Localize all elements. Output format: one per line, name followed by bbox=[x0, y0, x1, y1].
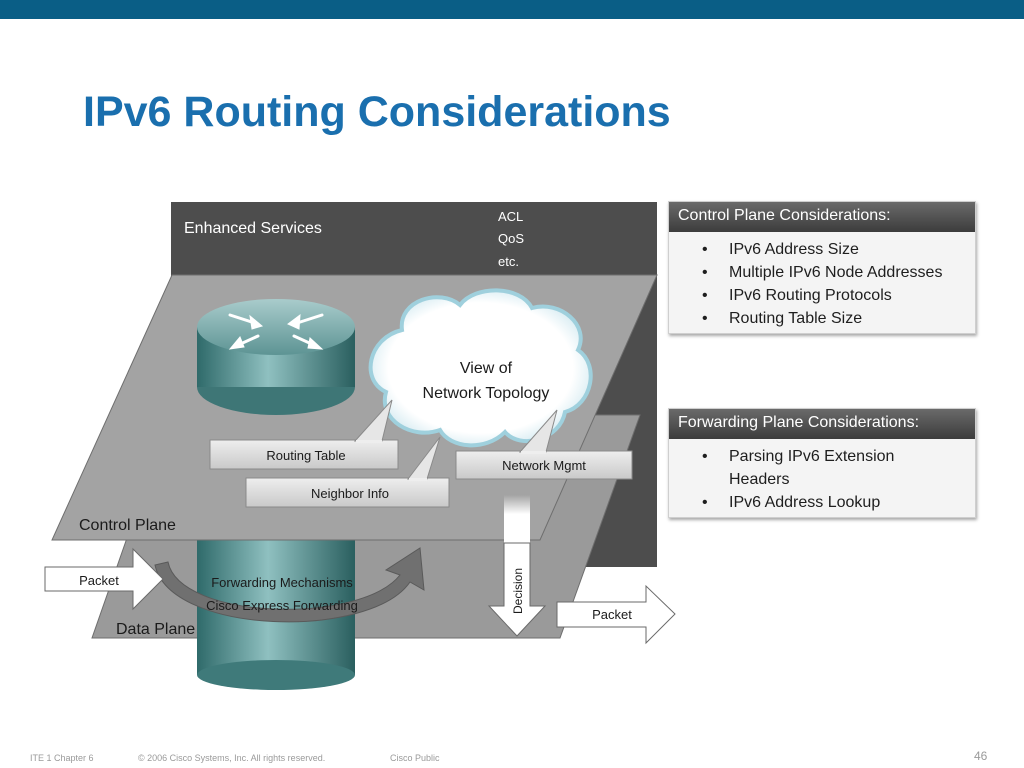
control-plane-list: IPv6 Address Size Multiple IPv6 Node Add… bbox=[669, 238, 975, 330]
forwarding-plane-list: Parsing IPv6 Extension Headers IPv6 Addr… bbox=[669, 445, 929, 514]
enhanced-services-label: Enhanced Services bbox=[184, 220, 322, 237]
data-plane-label: Data Plane bbox=[116, 621, 195, 638]
control-plane-panel: Control Plane Considerations: IPv6 Addre… bbox=[668, 201, 976, 334]
slide-title: IPv6 Routing Considerations bbox=[83, 88, 671, 136]
network-mgmt-callout bbox=[455, 409, 633, 480]
list-item: Routing Table Size bbox=[702, 307, 975, 330]
decision-label: Decision bbox=[511, 568, 525, 614]
service-qos: QoS bbox=[498, 231, 524, 246]
control-plane-label: Control Plane bbox=[79, 517, 176, 534]
forwarding-curved-arrow bbox=[154, 547, 425, 623]
router-icon bbox=[197, 299, 355, 415]
packet-out-arrow bbox=[556, 584, 676, 645]
packet-in-label: Packet bbox=[79, 573, 119, 588]
list-item: Multiple IPv6 Node Addresses bbox=[702, 261, 975, 284]
list-item: IPv6 Address Lookup bbox=[702, 491, 929, 514]
footer-course: ITE 1 Chapter 6 bbox=[30, 753, 94, 763]
routing-table-callout bbox=[209, 399, 399, 470]
forwarding-mechanisms-label: Forwarding Mechanisms bbox=[211, 575, 353, 590]
neighbor-info-label: Neighbor Info bbox=[311, 486, 389, 501]
routing-table-label: Routing Table bbox=[266, 448, 345, 463]
list-item: IPv6 Routing Protocols bbox=[702, 284, 975, 307]
page-number: 46 bbox=[974, 749, 988, 763]
service-etc: etc. bbox=[498, 254, 519, 269]
neighbor-info-callout bbox=[245, 436, 450, 508]
forwarding-plane-panel-header: Forwarding Plane Considerations: bbox=[669, 409, 975, 439]
list-item: Parsing IPv6 Extension Headers bbox=[702, 445, 929, 491]
forwarding-plane-panel: Forwarding Plane Considerations: Parsing… bbox=[668, 408, 976, 518]
footer-classification: Cisco Public bbox=[390, 753, 440, 763]
network-mgmt-label: Network Mgmt bbox=[502, 458, 586, 473]
packet-in-arrow bbox=[44, 547, 164, 611]
service-acl: ACL bbox=[498, 209, 523, 224]
list-item: IPv6 Address Size bbox=[702, 238, 975, 261]
packet-out-label: Packet bbox=[592, 607, 632, 622]
cef-label: Cisco Express Forwarding bbox=[206, 598, 358, 613]
footer-copyright: © 2006 Cisco Systems, Inc. All rights re… bbox=[138, 753, 326, 763]
cloud-label-line2: Network Topology bbox=[423, 385, 550, 402]
control-plane-panel-header: Control Plane Considerations: bbox=[669, 202, 975, 232]
decision-arrow bbox=[487, 495, 547, 637]
top-bar bbox=[0, 0, 1024, 19]
cloud-label-line1: View of bbox=[460, 360, 513, 377]
